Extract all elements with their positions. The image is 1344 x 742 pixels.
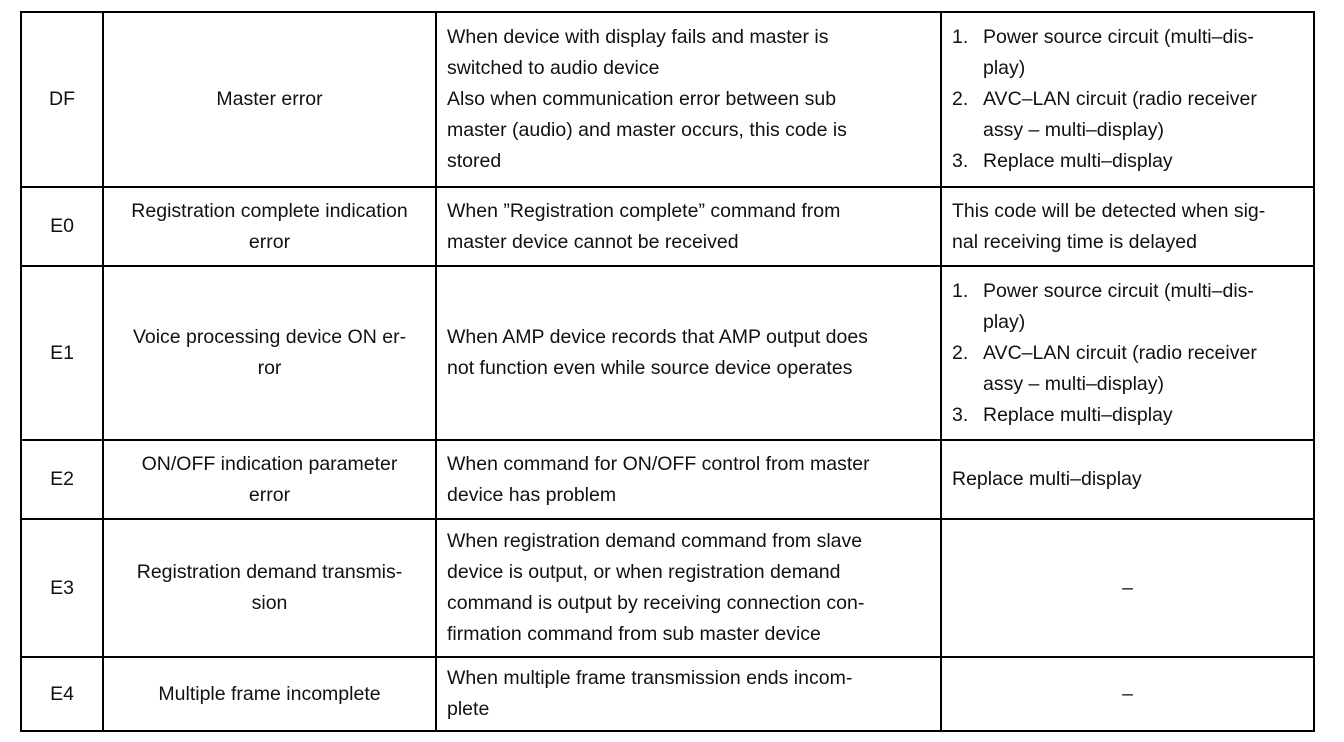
step-item: 3. Replace multi–display	[952, 400, 1303, 431]
item-line: Master error	[216, 88, 323, 110]
item-line: Registration demand transmis-	[136, 561, 403, 583]
trouble-area: This code will be detected when sig- nal…	[940, 186, 1315, 267]
step-line: Replace multi–display	[983, 403, 1173, 426]
condition-line: master device cannot be received	[447, 230, 739, 253]
item-line: error	[248, 230, 291, 253]
condition-line: When multiple frame transmission ends in…	[447, 667, 853, 689]
item-line: ror	[257, 357, 282, 379]
diagnosis-item: Multiple frame incomplete	[102, 656, 437, 732]
step-line: Replace multi–display	[983, 150, 1173, 172]
empty-dash: –	[1122, 682, 1133, 705]
dtc-code: E3	[20, 518, 104, 658]
condition-line: device has problem	[447, 483, 617, 506]
condition-line: Also when communication error between su…	[447, 88, 837, 110]
step-item: 1. Power source circuit (multi–dis- play…	[952, 22, 1303, 84]
diagnosis-item: Registration complete indication error	[102, 186, 437, 267]
step-list: 1. Power source circuit (multi–dis- play…	[952, 22, 1303, 177]
table-row: E0 Registration complete indication erro…	[20, 186, 1315, 267]
trouble-area: 1. Power source circuit (multi–dis- play…	[940, 11, 1315, 188]
item-line: error	[248, 483, 291, 506]
dtc-code: E4	[20, 656, 104, 732]
condition-line: When ”Registration complete” command fro…	[447, 199, 841, 222]
step-line: AVC–LAN circuit (radio receiver	[983, 88, 1257, 110]
step-line: Power source circuit (multi–dis-	[983, 279, 1254, 302]
area-line: This code will be detected when sig-	[952, 199, 1266, 222]
table-row: DF Master error When device with display…	[20, 11, 1315, 188]
step-line: play)	[983, 57, 1026, 79]
condition-line: When AMP device records that AMP output …	[447, 326, 868, 348]
table-row: E4 Multiple frame incomplete When multip…	[20, 656, 1315, 732]
detection-condition: When command for ON/OFF control from mas…	[435, 439, 942, 520]
item-line: Registration complete indication	[131, 199, 408, 222]
empty-dash: –	[1122, 576, 1133, 599]
condition-line: When device with display fails and maste…	[447, 26, 829, 48]
step-line: Power source circuit (multi–dis-	[983, 26, 1254, 48]
detection-condition: When AMP device records that AMP output …	[435, 265, 942, 441]
step-number: 3.	[952, 403, 969, 426]
step-list: 1. Power source circuit (multi–dis- play…	[952, 276, 1303, 431]
condition-line: switched to audio device	[447, 57, 660, 79]
dtc-code: E2	[20, 439, 104, 520]
step-number: 2.	[952, 88, 969, 110]
trouble-area: –	[940, 518, 1315, 658]
dtc-code: E1	[20, 265, 104, 441]
item-line: Multiple frame incomplete	[158, 682, 381, 705]
condition-line: device is output, or when registration d…	[447, 561, 841, 583]
step-number: 3.	[952, 150, 969, 172]
detection-condition: When multiple frame transmission ends in…	[435, 656, 942, 732]
condition-line: When registration demand command from sl…	[447, 530, 863, 552]
step-item: 1. Power source circuit (multi–dis- play…	[952, 276, 1303, 338]
table-row: E3 Registration demand transmis- sion Wh…	[20, 518, 1315, 658]
condition-line: When command for ON/OFF control from mas…	[447, 452, 870, 475]
condition-line: firmation command from sub master device	[447, 623, 821, 645]
dtc-code: E0	[20, 186, 104, 267]
step-item: 2. AVC–LAN circuit (radio receiver assy …	[952, 338, 1303, 400]
trouble-area: Replace multi–display	[940, 439, 1315, 520]
diagnostic-code-table: DF Master error When device with display…	[20, 11, 1315, 732]
item-line: sion	[251, 592, 288, 614]
detection-condition: When device with display fails and maste…	[435, 11, 942, 188]
step-number: 1.	[952, 279, 969, 302]
step-item: 3. Replace multi–display	[952, 146, 1303, 177]
table-row: E2 ON/OFF indication parameter error Whe…	[20, 439, 1315, 520]
step-line: assy – multi–display)	[983, 119, 1164, 141]
step-item: 2. AVC–LAN circuit (radio receiver assy …	[952, 84, 1303, 146]
step-number: 1.	[952, 26, 969, 48]
diagnosis-item: Master error	[102, 11, 437, 188]
item-line: Voice processing device ON er-	[132, 326, 407, 348]
condition-line: plete	[447, 698, 490, 720]
diagnosis-item: Registration demand transmis- sion	[102, 518, 437, 658]
detection-condition: When ”Registration complete” command fro…	[435, 186, 942, 267]
condition-line: master (audio) and master occurs, this c…	[447, 119, 847, 141]
area-line: nal receiving time is delayed	[952, 230, 1197, 253]
dtc-code: DF	[20, 11, 104, 188]
step-number: 2.	[952, 341, 969, 364]
table-row: E1 Voice processing device ON er- ror Wh…	[20, 265, 1315, 441]
step-line: play)	[983, 310, 1026, 333]
area-line: Replace multi–display	[952, 468, 1142, 490]
trouble-area: –	[940, 656, 1315, 732]
diagnosis-item: Voice processing device ON er- ror	[102, 265, 437, 441]
condition-line: command is output by receiving connectio…	[447, 592, 865, 614]
condition-line: not function even while source device op…	[447, 357, 853, 379]
condition-line: stored	[447, 150, 502, 172]
item-line: ON/OFF indication parameter	[141, 452, 398, 475]
detection-condition: When registration demand command from sl…	[435, 518, 942, 658]
step-line: AVC–LAN circuit (radio receiver	[983, 341, 1257, 364]
trouble-area: 1. Power source circuit (multi–dis- play…	[940, 265, 1315, 441]
diagnosis-item: ON/OFF indication parameter error	[102, 439, 437, 520]
step-line: assy – multi–display)	[983, 372, 1164, 395]
